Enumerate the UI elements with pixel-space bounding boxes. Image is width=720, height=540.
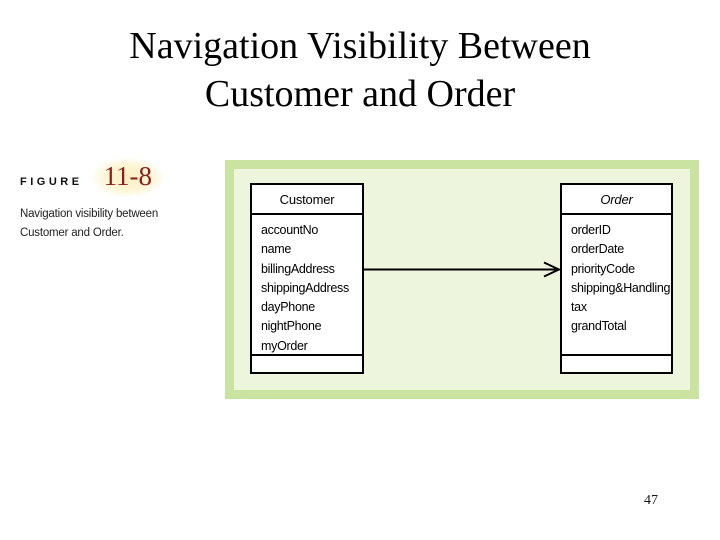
- figure-number: 11-8: [91, 158, 165, 197]
- uml-class-order-title: Order: [562, 185, 671, 215]
- figure-caption-line2: Customer and Order.: [20, 227, 124, 239]
- slide-title: Navigation Visibility Between Customer a…: [0, 22, 720, 118]
- attribute-row: orderID: [571, 223, 611, 237]
- attribute-row: priorityCode: [571, 261, 635, 276]
- attribute-row: shippingAddress: [261, 280, 349, 295]
- figure-head: FIGURE 11-8: [20, 158, 180, 197]
- uml-class-customer-attributes: accountNo name billingAddress shippingAd…: [252, 215, 362, 356]
- attribute-row: accountNo: [261, 223, 319, 237]
- attribute-row: myOrder: [261, 338, 308, 353]
- figure-caption-line1: Navigation visibility between: [20, 208, 159, 220]
- attribute-row: shipping&Handling: [571, 280, 671, 295]
- attribute-row: tax: [571, 300, 587, 315]
- attribute-row: grandTotal: [571, 319, 627, 334]
- uml-class-order-methods: [562, 356, 671, 372]
- uml-class-customer: Customer accountNo name billingAddress s…: [250, 183, 364, 374]
- attribute-row: dayPhone: [261, 300, 315, 315]
- figure-word: FIGURE: [20, 176, 83, 188]
- uml-class-order: Order orderID orderDate priorityCode shi…: [560, 183, 673, 374]
- navigation-arrow: [364, 261, 561, 278]
- attribute-row: nightPhone: [261, 319, 322, 334]
- uml-class-customer-title: Customer: [252, 185, 362, 215]
- slide-title-line1: Navigation Visibility Between: [129, 25, 591, 67]
- figure-caption: Navigation visibility between Customer a…: [20, 205, 180, 243]
- attribute-row: name: [261, 242, 292, 257]
- attribute-row: orderDate: [571, 242, 624, 257]
- attribute-row: billingAddress: [261, 261, 335, 276]
- page-number: 47: [644, 493, 658, 508]
- figure-label-block: FIGURE 11-8 Navigation visibility betwee…: [20, 158, 180, 243]
- slide-title-line2: Customer and Order: [204, 73, 516, 115]
- uml-class-order-attributes: orderID orderDate priorityCode shipping&…: [562, 215, 671, 356]
- uml-class-customer-methods: [252, 356, 362, 372]
